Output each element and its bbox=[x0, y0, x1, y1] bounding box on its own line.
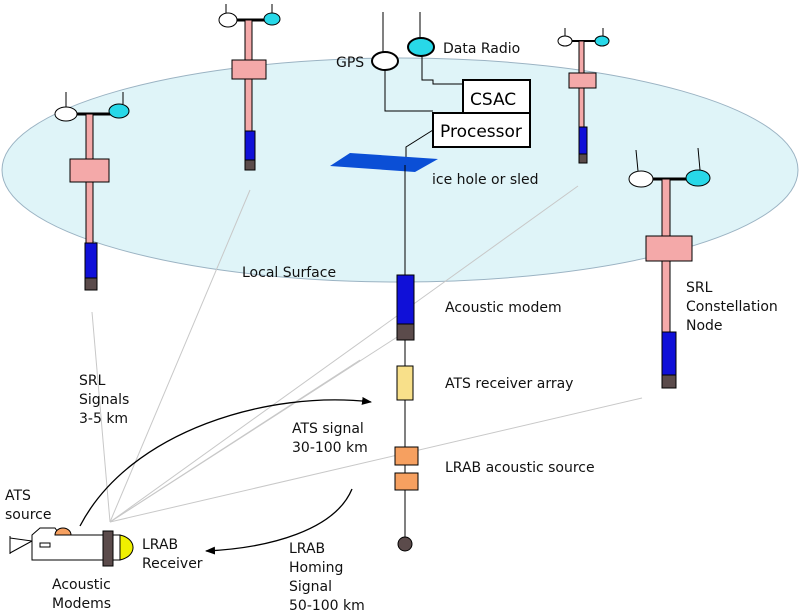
gps-antenna bbox=[371, 51, 399, 71]
lrab-homing-signal-label-line: Homing bbox=[289, 560, 343, 576]
acoustic-modem-cap bbox=[396, 323, 415, 341]
lrab-homing-arrow bbox=[205, 488, 353, 555]
acoustic-modem-body bbox=[396, 274, 415, 325]
ats-source-label: ATS source bbox=[5, 488, 52, 523]
ats-signal-arrow bbox=[79, 396, 372, 527]
srl-node-label-line: Constellation bbox=[686, 299, 778, 315]
auv bbox=[9, 527, 134, 567]
ats-receiver-array-label: ATS receiver array bbox=[445, 376, 573, 392]
csac-label: CSAC bbox=[470, 90, 516, 110]
lrab-homing-signal-label-line: LRAB bbox=[289, 541, 325, 557]
srl-node-left bbox=[54, 92, 130, 291]
ats-source-label-line: ATS bbox=[5, 488, 31, 504]
ats-signal-label: ATS signal 30-100 km bbox=[292, 421, 368, 456]
srl-node-label-line: SRL bbox=[686, 280, 713, 296]
srl-radio-antenna bbox=[594, 35, 610, 47]
srl-gps-antenna bbox=[218, 12, 238, 28]
ice-hole-sled bbox=[330, 153, 438, 172]
srl-signal-lines bbox=[91, 185, 643, 523]
ats-source-dome bbox=[54, 527, 72, 536]
srl-signals-label: SRL Signals 3-5 km bbox=[79, 373, 134, 427]
ats-signal-label-line: ATS signal bbox=[292, 421, 364, 437]
srl-gps-antenna bbox=[628, 170, 654, 188]
lrab-acoustic-source-label: LRAB acoustic source bbox=[445, 460, 595, 476]
ice-hole-label: ice hole or sled bbox=[432, 172, 539, 188]
tether-array bbox=[394, 165, 419, 552]
auv-hull bbox=[31, 527, 121, 561]
srl-gps-antenna bbox=[557, 35, 573, 47]
srl-node-right bbox=[628, 147, 711, 389]
ats-receiver-array-body bbox=[396, 365, 414, 401]
srl-radio-antenna bbox=[108, 103, 130, 119]
local-surface-label: Local Surface bbox=[242, 265, 336, 281]
gps-label: GPS bbox=[336, 55, 364, 71]
anchor-weight bbox=[397, 536, 413, 552]
lrab-homing-signal-label-line: 50-100 km bbox=[289, 598, 365, 612]
acoustic-modem-band bbox=[102, 530, 114, 567]
srl-node-top-right bbox=[557, 28, 610, 164]
lrab-receiver-label: LRAB Receiver bbox=[142, 537, 203, 572]
srl-node-top-left bbox=[218, 4, 281, 171]
acoustic-modems-label-line: Acoustic bbox=[52, 577, 111, 593]
lrab-source-upper bbox=[394, 446, 419, 466]
lrab-source-lower bbox=[394, 472, 419, 491]
srl-node-label: SRL Constellation Node bbox=[686, 280, 782, 334]
srl-node-label-line: Node bbox=[686, 318, 723, 334]
lrab-receiver-label-line: Receiver bbox=[142, 556, 203, 572]
processor-label: Processor bbox=[440, 122, 522, 142]
srl-signals-label-line: Signals bbox=[79, 392, 129, 408]
srl-radio-antenna bbox=[685, 169, 711, 187]
acoustic-modems-label-line: Modems bbox=[52, 596, 111, 612]
srl-gps-antenna bbox=[54, 106, 78, 122]
lrab-homing-signal-label-line: Signal bbox=[289, 579, 332, 595]
lrab-receiver-label-line: LRAB bbox=[142, 537, 178, 553]
lrab-receiver-nose bbox=[119, 534, 134, 561]
data-radio-label: Data Radio bbox=[443, 41, 520, 57]
ats-source-label-line: source bbox=[5, 507, 52, 523]
surface-buoy bbox=[330, 12, 531, 172]
srl-signals-label-line: SRL bbox=[79, 373, 106, 389]
ats-signal-label-line: 30-100 km bbox=[292, 440, 368, 456]
data-radio-antenna bbox=[407, 37, 435, 57]
lrab-homing-signal-label: LRAB Homing Signal 50-100 km bbox=[289, 541, 365, 612]
acoustic-modem-label: Acoustic modem bbox=[445, 300, 562, 316]
srl-radio-antenna bbox=[263, 12, 281, 26]
srl-signals-label-line: 3-5 km bbox=[79, 411, 128, 427]
acoustic-modems-label: Acoustic Modems bbox=[52, 577, 115, 612]
